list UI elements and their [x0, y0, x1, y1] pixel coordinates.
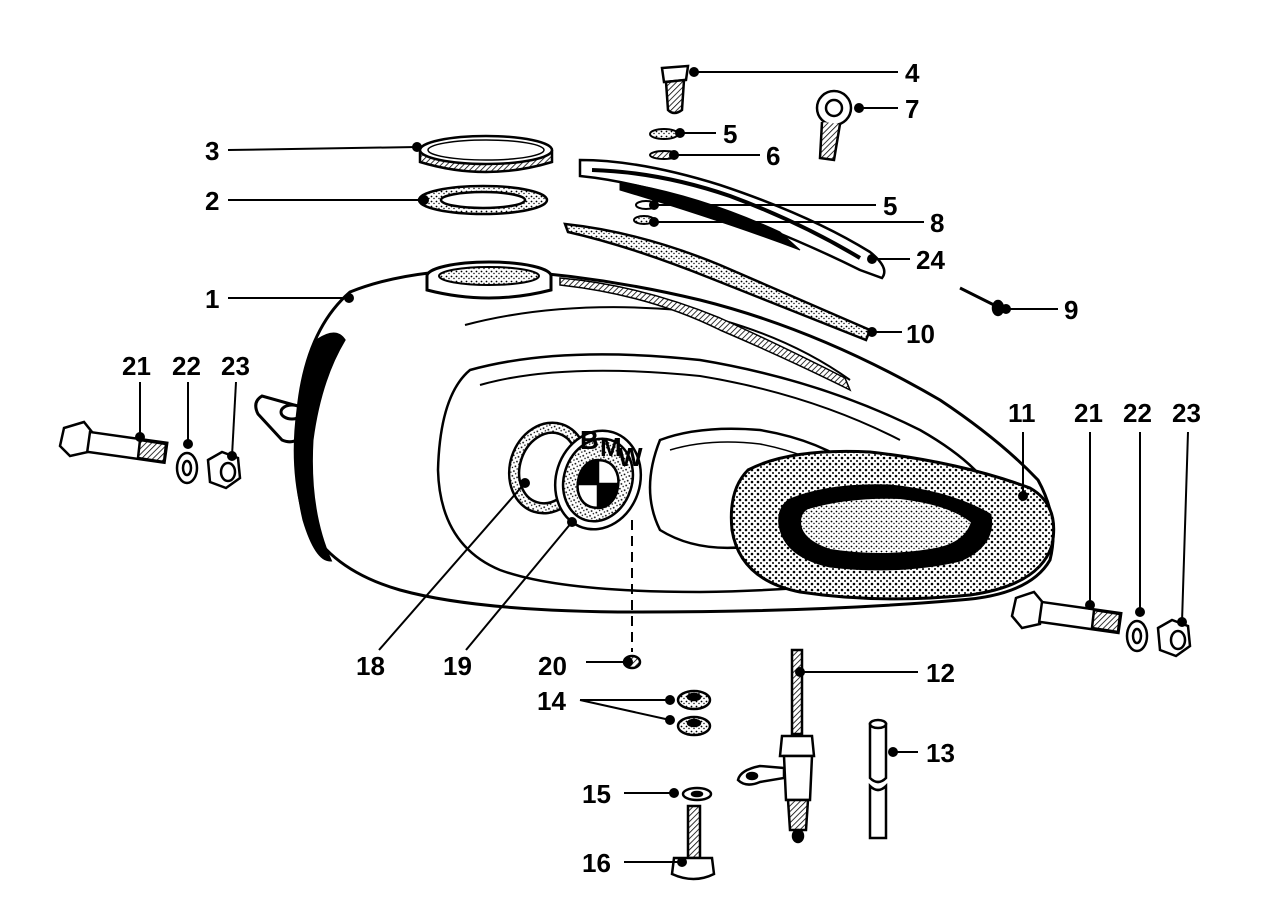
bmw-emblem [553, 429, 643, 531]
bolt-left [58, 420, 169, 465]
leader-lines [139, 71, 1189, 863]
tank-front-shadow [294, 332, 346, 562]
callout-labels: 1 2 3 4 5 5 6 7 8 9 10 11 12 13 14 15 16… [122, 58, 1201, 878]
callout-24: 24 [916, 245, 945, 275]
fuel-hose [868, 718, 888, 840]
bmw-emblem-letters: B M W [580, 425, 643, 472]
callout-23-right: 23 [1172, 398, 1201, 428]
kneepad [729, 449, 1056, 601]
callout-7: 7 [905, 94, 919, 124]
banjo-fitting [815, 89, 853, 162]
callout-21-left: 21 [122, 351, 151, 381]
top-trim-strip [578, 158, 886, 280]
emblem-letter-m: M [600, 432, 622, 462]
callout-2: 2 [205, 186, 219, 216]
callout-16: 16 [582, 848, 611, 878]
leader-dots [135, 67, 1187, 867]
callout-3: 3 [205, 136, 219, 166]
callout-20: 20 [538, 651, 567, 681]
callout-11: 11 [1008, 398, 1036, 428]
grommets [676, 689, 712, 737]
callout-22-left: 22 [172, 351, 201, 381]
cap-gasket [417, 184, 549, 216]
callout-18: 18 [356, 651, 385, 681]
callout-14: 14 [537, 686, 566, 716]
callout-8: 8 [930, 208, 944, 238]
small-washer [681, 786, 713, 802]
rubber-strip [563, 222, 872, 342]
bolt-right [1010, 590, 1123, 635]
callout-4: 4 [905, 58, 920, 88]
emblem-letter-b: B [580, 425, 599, 455]
callout-21-right: 21 [1074, 398, 1103, 428]
plug [660, 64, 690, 115]
callout-22-right: 22 [1123, 398, 1152, 428]
emblem-letter-w: W [618, 442, 643, 472]
callout-23-left: 23 [221, 351, 250, 381]
callout-1: 1 [205, 284, 219, 314]
drain-screw [670, 804, 716, 881]
washer-right [1125, 619, 1149, 653]
nut-right [1156, 618, 1192, 658]
screw [959, 286, 1005, 317]
callout-5-upper: 5 [723, 119, 737, 149]
callout-19: 19 [443, 651, 472, 681]
fuel-tap [736, 648, 816, 844]
callout-13: 13 [926, 738, 955, 768]
callout-10: 10 [906, 319, 935, 349]
filler-cap [418, 134, 554, 174]
callout-15: 15 [582, 779, 611, 809]
callout-9: 9 [1064, 295, 1078, 325]
washer-5-upper [649, 128, 679, 140]
washer-left [175, 451, 199, 485]
callout-12: 12 [926, 658, 955, 688]
callout-6: 6 [766, 141, 780, 171]
callout-5-lower: 5 [883, 191, 897, 221]
